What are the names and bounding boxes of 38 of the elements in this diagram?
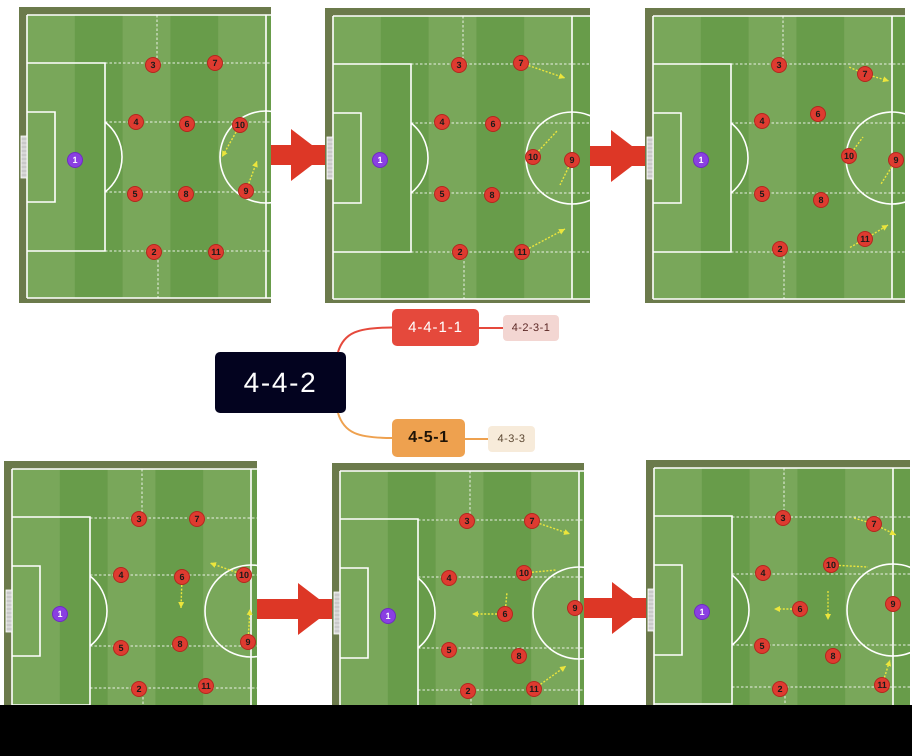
branch-line bbox=[337, 326, 392, 352]
movement-arrow bbox=[528, 228, 566, 249]
movement-trail bbox=[853, 136, 864, 150]
movement-trail bbox=[505, 592, 508, 606]
movement-trail bbox=[880, 166, 892, 184]
block-arrow bbox=[257, 583, 332, 635]
branch-topic: 4-5-1 bbox=[392, 419, 465, 457]
block-arrow bbox=[584, 582, 646, 634]
branch-topic: 4-4-1-1 bbox=[392, 309, 479, 346]
block-arrow bbox=[271, 129, 325, 181]
movement-trail bbox=[538, 130, 558, 152]
movement-arrow bbox=[210, 562, 237, 573]
movement-trail bbox=[854, 517, 867, 522]
root-topic: 4-4-2 bbox=[215, 352, 346, 413]
movement-arrow bbox=[528, 64, 566, 79]
movement-trail bbox=[848, 242, 858, 249]
movement-arrow bbox=[774, 606, 792, 612]
movement-arrow bbox=[248, 160, 258, 184]
sub-topic: 4-2-3-1 bbox=[503, 315, 559, 341]
movement-arrow bbox=[884, 660, 892, 678]
branch-line bbox=[337, 412, 392, 439]
movement-arrow bbox=[178, 584, 184, 608]
branch-line bbox=[465, 438, 488, 440]
movement-trail bbox=[848, 66, 858, 72]
block-arrow bbox=[590, 130, 645, 182]
movement-trail bbox=[838, 564, 868, 568]
movement-arrow bbox=[880, 526, 896, 536]
movement-arrow bbox=[872, 76, 890, 82]
movement-trail bbox=[559, 166, 570, 186]
movement-arrow bbox=[472, 611, 497, 617]
sub-topic: 4-3-3 bbox=[488, 426, 535, 452]
movement-arrow bbox=[871, 224, 888, 236]
branch-line bbox=[479, 327, 503, 329]
movement-arrow bbox=[246, 608, 253, 634]
movement-arrow bbox=[540, 665, 566, 685]
movement-arrow bbox=[539, 522, 570, 535]
movement-trail bbox=[532, 569, 556, 573]
movement-arrow bbox=[221, 132, 237, 158]
